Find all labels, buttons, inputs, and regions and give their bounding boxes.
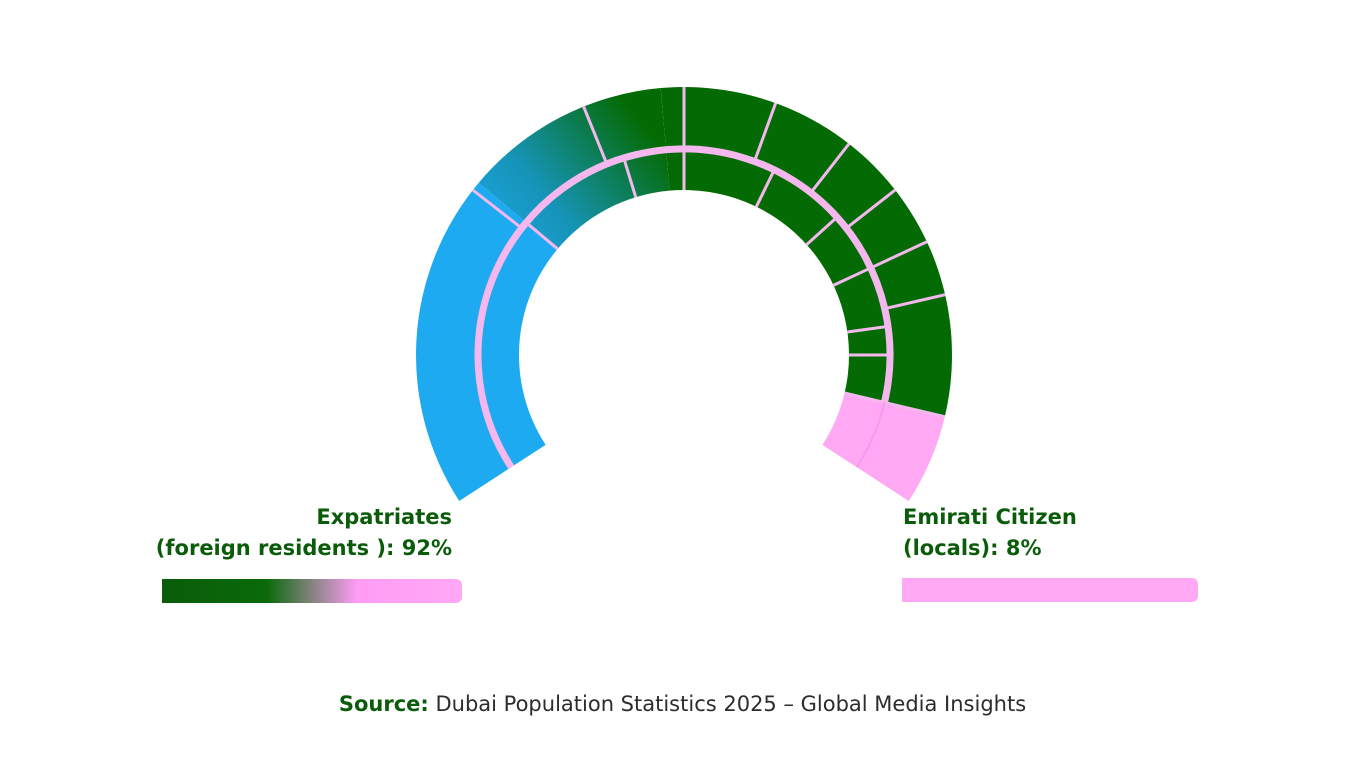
segment-divider-inner [847,324,889,334]
ring-separator [474,145,894,470]
legend-expatriates-title: Expatriates [316,505,452,529]
slice-boundary [844,391,946,419]
slice-emirati [822,393,945,501]
segment-divider-outer [884,293,946,311]
source-note: Source: Dubai Population Statistics 2025… [0,692,1365,716]
segment-divider-inner [832,266,872,287]
segment-divider-outer [870,240,928,270]
segment-divider-outer [845,188,897,230]
legend-bar-emirati [902,578,1198,602]
segment-divider-outer [809,142,851,194]
segment-divider-outer [471,188,523,230]
legend-bar-expatriates [162,579,462,603]
legend-label-expatriates: Expatriates (foreign residents ): 92% [156,502,452,564]
source-label: Source: [338,692,429,716]
segment-divider-outer [582,105,609,165]
legend-expatriates-value: (foreign residents ): 92% [155,536,452,560]
segment-divider-inner [622,157,638,198]
slice-expatriates-transition [478,88,670,249]
slice-expatriates-blue [416,182,558,501]
legend-label-emirati: Emirati Citizen (locals): 8% [903,502,1077,564]
legend-emirati-title: Emirati Citizen [903,505,1077,529]
segment-divider-inner [754,169,776,208]
slice-expatriates-green [660,87,952,417]
segment-divider-inner [525,221,559,251]
legend-emirati-value: (locals): 8% [903,536,1042,560]
segment-divider-outer [753,102,778,162]
segment-divider-inner [805,216,839,246]
source-text: Dubai Population Statistics 2025 – Globa… [435,692,1027,716]
emirati-inner-line [855,402,886,468]
